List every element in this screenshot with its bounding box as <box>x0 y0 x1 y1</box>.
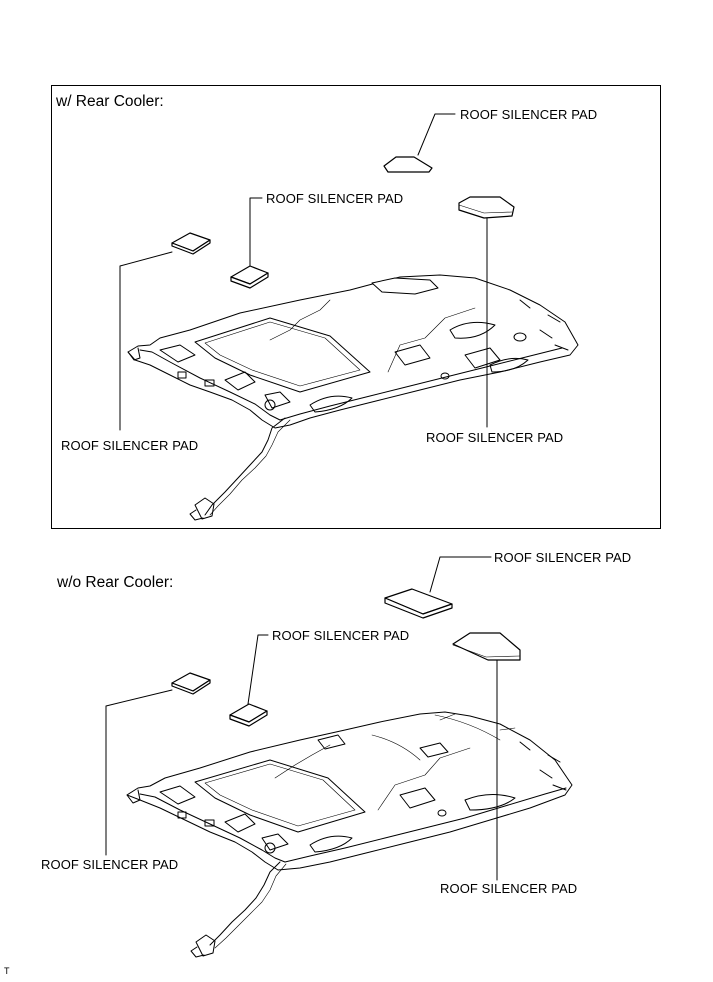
corner-mark: T <box>4 966 10 976</box>
label-roof-silencer-pad: ROOF SILENCER PAD <box>61 438 199 453</box>
roof-silencer-pad-top-2 <box>458 196 515 219</box>
roof-silencer-pad-bottom-4 <box>229 703 268 727</box>
section-header-w-rear-cooler: w/ Rear Cooler: <box>56 93 164 110</box>
label-roof-silencer-pad: ROOF SILENCER PAD <box>266 191 404 206</box>
label-roof-silencer-pad: ROOF SILENCER PAD <box>41 857 179 872</box>
roof-silencer-pad-top-3 <box>171 232 211 255</box>
rear-cooler-frame <box>51 85 661 529</box>
section-header-wo-rear-cooler: w/o Rear Cooler: <box>57 574 174 591</box>
label-roof-silencer-pad: ROOF SILENCER PAD <box>494 550 632 565</box>
roof-silencer-pad-bottom-1 <box>384 588 453 619</box>
label-roof-silencer-pad: ROOF SILENCER PAD <box>440 881 578 896</box>
label-roof-silencer-pad: ROOF SILENCER PAD <box>460 107 598 122</box>
leader-line <box>119 251 173 431</box>
leader-line <box>105 689 173 856</box>
leader-line <box>417 113 456 156</box>
leader-line <box>429 556 492 593</box>
label-roof-silencer-pad: ROOF SILENCER PAD <box>426 430 564 445</box>
label-roof-silencer-pad: ROOF SILENCER PAD <box>272 628 410 643</box>
roof-silencer-pad-top-1 <box>383 156 433 173</box>
leader-line <box>249 197 263 267</box>
roof-silencer-pad-top-4 <box>230 265 269 289</box>
headliner-top <box>127 274 579 521</box>
headliner-bottom <box>126 711 573 958</box>
leader-line <box>247 634 269 705</box>
roof-silencer-pad-bottom-3 <box>171 672 211 695</box>
roof-silencer-pad-bottom-2 <box>452 632 521 661</box>
